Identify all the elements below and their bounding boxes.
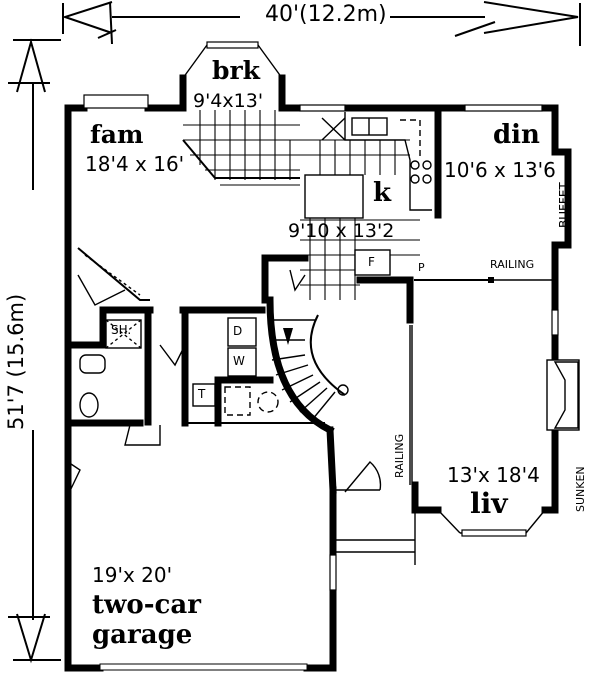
corner-sink-icon [321,117,346,141]
dryer-label: D [233,324,243,338]
width-dimension-line [61,1,581,46]
room-name-family: fam [90,120,144,149]
laundry-appliances [192,317,279,416]
buffet-label: BUFFET [557,182,571,228]
room-name-dining: din [493,120,540,150]
depth-dimension-line [8,38,61,664]
room-name-kitchen: k [373,178,392,208]
fridge-label: F [368,255,375,269]
room-size-breakfast: 9'4x13' [193,90,264,112]
bathroom-fixtures [79,319,142,418]
room-name-living: liv [470,487,508,520]
room-name-garage-line2: garage [92,620,193,650]
room-name-garage-line1: two-car [92,590,201,620]
breakfast-tile-floor [182,110,420,300]
overall-depth-label: 51'7 (15.6m) [4,293,28,430]
room-size-dining: 10'6 x 13'6 [444,158,556,182]
tub-label: T [198,387,206,401]
railing-label-dining: RAILING [490,258,535,271]
railing-post [488,277,494,283]
windows [83,41,559,671]
room-size-living: 13'x 18'4 [447,463,540,487]
front-steps [336,489,416,565]
railing-label-foyer: RAILING [393,433,406,478]
fireplace [546,359,580,431]
washer-label: W [233,354,245,368]
room-size-kitchen: 9'10 x 13'2 [288,220,395,242]
room-size-garage: 19'x 20' [92,563,173,587]
kitchen-counters [321,112,432,276]
overall-width-label: 40'(12.2m) [265,2,387,27]
room-size-family: 18'4 x 16' [85,152,185,176]
pantry-label: P [418,261,425,274]
door-swings [67,269,382,496]
room-name-breakfast: brk [212,56,260,85]
cooktop-icon [410,160,432,184]
curved-staircase [266,296,349,435]
shower-label: SH. [111,323,132,337]
interior-walls [64,104,555,485]
sunken-label: SUNKEN [574,466,587,512]
fam-diagonal-closet [77,247,150,306]
